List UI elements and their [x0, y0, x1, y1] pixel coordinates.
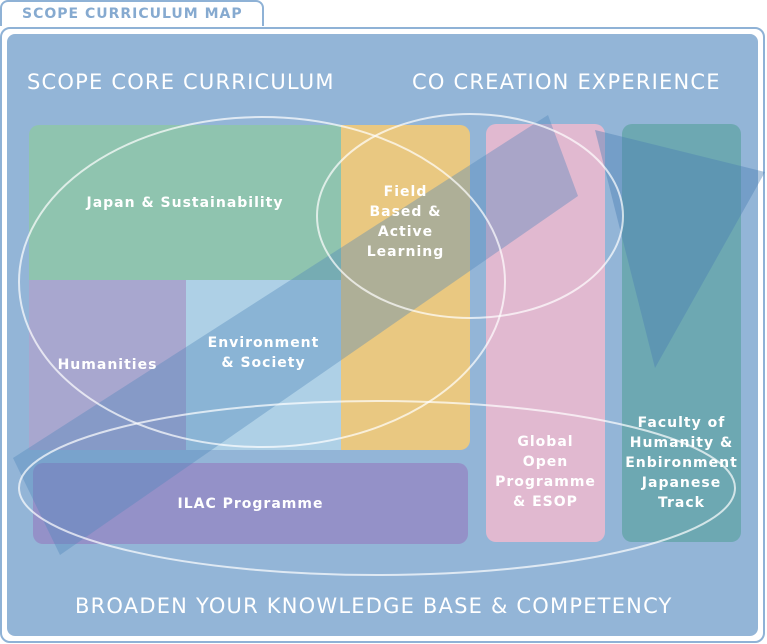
- broaden-knowledge-footer: BROADEN YOUR KNOWLEDGE BASE & COMPETENCY: [75, 594, 673, 618]
- field-based-active-learning-block: Field Based & Active Learning: [341, 125, 470, 450]
- ilac-programme-block: ILAC Programme: [33, 463, 468, 544]
- curriculum-map-title-tab: SCOPE CURRICULUM MAP: [0, 0, 264, 26]
- global-open-programme-block: Global Open Programme & ESOP: [486, 124, 605, 542]
- japan-sustainability-block: Japan & Sustainability: [29, 125, 341, 280]
- core-curriculum-heading: SCOPE CORE CURRICULUM: [27, 70, 335, 94]
- faculty-humanity-environment-block: Faculty of Humanity & Enbironment Japane…: [622, 124, 741, 542]
- environment-society-label: Environment & Society: [207, 335, 320, 371]
- ilac-programme-label: ILAC Programme: [177, 495, 324, 512]
- japan-sustainability-label: Japan & Sustainability: [86, 194, 284, 211]
- field-based-active-learning-label: Field Based & Active Learning: [366, 184, 445, 260]
- global-open-programme-label: Global Open Programme & ESOP: [495, 434, 596, 510]
- environment-society-block: Environment & Society: [186, 280, 341, 450]
- humanities-block: Humanities: [29, 280, 186, 450]
- faculty-humanity-environment-label: Faculty of Humanity & Enbironment Japane…: [625, 415, 738, 511]
- co-creation-heading: CO CREATION EXPERIENCE: [412, 70, 721, 94]
- humanities-label: Humanities: [57, 357, 158, 373]
